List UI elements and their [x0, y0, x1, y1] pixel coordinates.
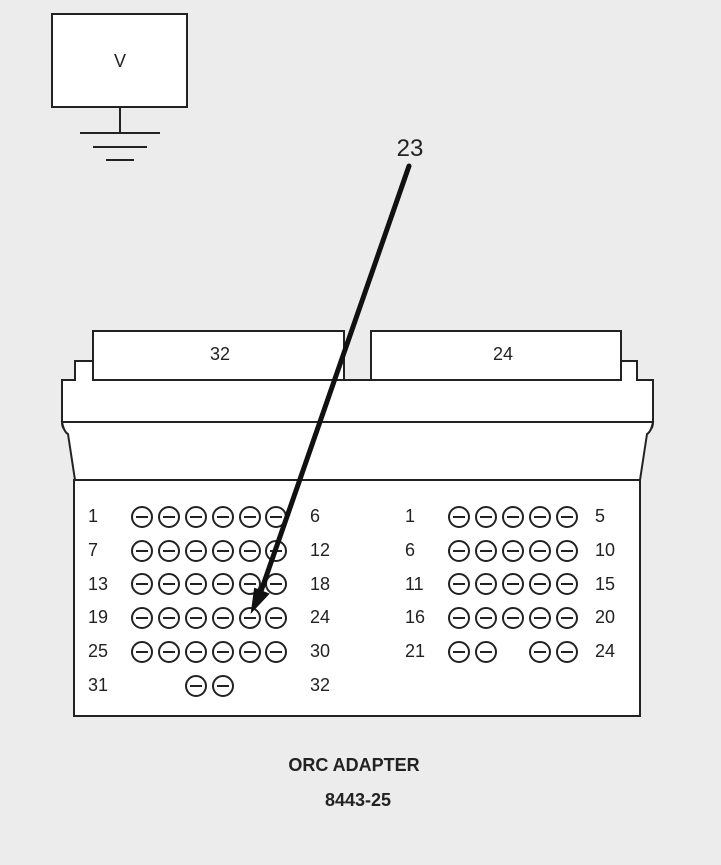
left-row-end: 12	[310, 540, 330, 560]
right-row-start: 6	[405, 540, 415, 560]
part-number: 8443-25	[325, 790, 391, 810]
pin-grid	[131, 506, 578, 697]
right-row-start: 16	[405, 607, 425, 627]
left-row-start: 1	[88, 506, 98, 526]
left-row-start: 31	[88, 675, 108, 695]
ground-symbol	[80, 107, 160, 161]
left-header-label: 32	[210, 344, 230, 364]
left-row-start: 25	[88, 641, 108, 661]
left-row-end: 18	[310, 574, 330, 594]
right-connector-header	[370, 330, 622, 381]
right-row-end: 10	[595, 540, 615, 560]
voltmeter-label: V	[114, 51, 126, 71]
left-row-end: 30	[310, 641, 330, 661]
right-row-end: 5	[595, 506, 605, 526]
voltmeter-box	[51, 13, 188, 108]
right-row-start: 11	[405, 574, 424, 594]
right-row-end: 20	[595, 607, 615, 627]
left-row-start: 13	[88, 574, 108, 594]
right-row-start: 1	[405, 506, 415, 526]
right-row-start: 21	[405, 641, 425, 661]
right-row-end: 24	[595, 641, 615, 661]
right-row-end: 15	[595, 574, 615, 594]
right-header-label: 24	[493, 344, 513, 364]
callout-label: 23	[397, 135, 424, 162]
left-row-end: 24	[310, 607, 330, 627]
left-row-end: 32	[310, 675, 330, 695]
left-row-start: 7	[88, 540, 98, 560]
caption-title: ORC ADAPTER	[288, 755, 419, 775]
left-row-end: 6	[310, 506, 320, 526]
left-row-start: 19	[88, 607, 108, 627]
probe-arrow	[250, 163, 412, 614]
